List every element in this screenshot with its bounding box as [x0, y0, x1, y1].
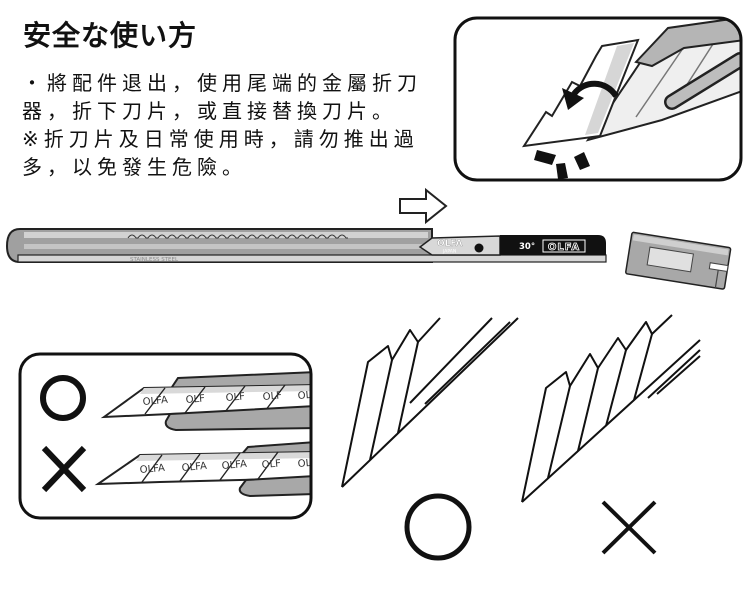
blade-score-line — [224, 385, 246, 413]
snap-mark — [574, 152, 590, 170]
instruction-line: 多，以免發生危險。 — [22, 155, 247, 179]
knife-body — [634, 18, 741, 68]
blade-score-line — [633, 333, 653, 401]
knife-body-edge — [424, 321, 511, 405]
snap-mark — [556, 163, 568, 179]
knife-body-edge — [409, 317, 493, 404]
incorrect-extension-row: OLFA OLFA OLFA OLF OL — [94, 440, 312, 498]
circle-mark-icon — [404, 493, 472, 561]
curved-arrow-icon — [571, 80, 619, 98]
blade-cutting-edge — [521, 339, 701, 503]
blade-label: OLF — [225, 391, 245, 404]
instruction-text: ・將配件退出，使用尾端的金屬折刀 器，折下刀片，或直接替換刀片。 ※折刀片及日常… — [22, 69, 422, 181]
blade-score-line — [141, 454, 163, 483]
blade-label: OLFA — [142, 395, 168, 408]
snap-tool — [666, 54, 741, 108]
blade-score-line — [219, 452, 241, 481]
blade-label: OLFA — [139, 463, 165, 476]
blade-shade — [136, 452, 311, 461]
blade-score-line — [184, 386, 206, 414]
knife-mid-stripe — [24, 244, 428, 249]
knife-body-edge — [647, 349, 701, 399]
correct-blade-diagram — [341, 317, 519, 488]
body-material-text: STAINLESS STEEL — [130, 257, 179, 263]
logo-box — [542, 239, 586, 253]
blade-dot — [474, 243, 484, 253]
snap-blade-panel — [453, 16, 743, 182]
instruction-line: ※折刀片及日常使用時，請勿推出過 — [22, 127, 419, 151]
blade-label: OLFA — [181, 461, 207, 474]
extension-panel-border — [18, 352, 313, 520]
knife-body-edge — [656, 355, 701, 395]
blade-score-line — [577, 367, 599, 452]
blade-score-line — [635, 37, 691, 118]
slider-track — [127, 234, 348, 239]
knife-lower-bar — [164, 404, 311, 432]
blade-score-line — [179, 453, 201, 482]
blade-label: OLF — [261, 458, 281, 471]
snapped-blade-segment — [521, 38, 640, 148]
blade-score-line — [144, 387, 166, 415]
curved-arrow-head — [562, 88, 584, 110]
cross-mark-icon — [601, 500, 657, 555]
blade-score-line — [397, 341, 419, 434]
blade-label: OLF — [262, 390, 282, 403]
snapper-window — [646, 246, 694, 273]
correct-extension-row: OLFA OLF OLF OLF OL — [100, 370, 312, 432]
knife-lower-rail — [17, 254, 607, 263]
incorrect-blade-diagram — [521, 314, 701, 503]
blade-extension-panel: OLFA OLF OLF OLF OL OLFA OLFA OLFA OLF — [18, 352, 313, 520]
blade-shade — [140, 385, 311, 394]
circle-mark-icon — [40, 375, 86, 421]
blade-label: OL — [297, 458, 312, 470]
right-arrow-icon — [399, 187, 448, 225]
instruction-line: ・將配件退出，使用尾端的金屬折刀 — [22, 71, 422, 95]
brand-logo-text: OLFA — [548, 242, 580, 253]
snapper-accessory — [625, 231, 732, 290]
blade-score-line — [605, 349, 627, 427]
blade-score-line — [257, 451, 279, 480]
snap-panel-border — [453, 16, 743, 182]
cutter-knife: STAINLESS STEEL OLFA JAPAN 30° OLFA — [5, 228, 607, 263]
blade-cutting-edge — [341, 317, 519, 488]
instruction-line: 器，折下刀片，或直接替換刀片。 — [22, 99, 397, 123]
knife-top-band — [24, 232, 428, 238]
blade-origin-text: JAPAN — [442, 249, 456, 255]
knife-lower-bar — [238, 474, 311, 498]
snapper-top-band — [632, 234, 729, 256]
blade-label: OLF — [185, 393, 205, 406]
page-title: 安全な使い方 — [23, 19, 198, 52]
snap-mark — [534, 150, 556, 165]
blade-brand-text: OLFA — [437, 239, 463, 249]
blade-score-line — [547, 385, 571, 479]
snapper-slit — [714, 269, 719, 288]
cross-mark-icon — [41, 445, 87, 493]
blade-angle-text: 30° — [519, 242, 535, 252]
blade-score-line — [369, 359, 393, 461]
blade-score-line — [264, 384, 286, 412]
blade-label: OLFA — [221, 459, 247, 472]
blade-label: OL — [297, 390, 312, 402]
